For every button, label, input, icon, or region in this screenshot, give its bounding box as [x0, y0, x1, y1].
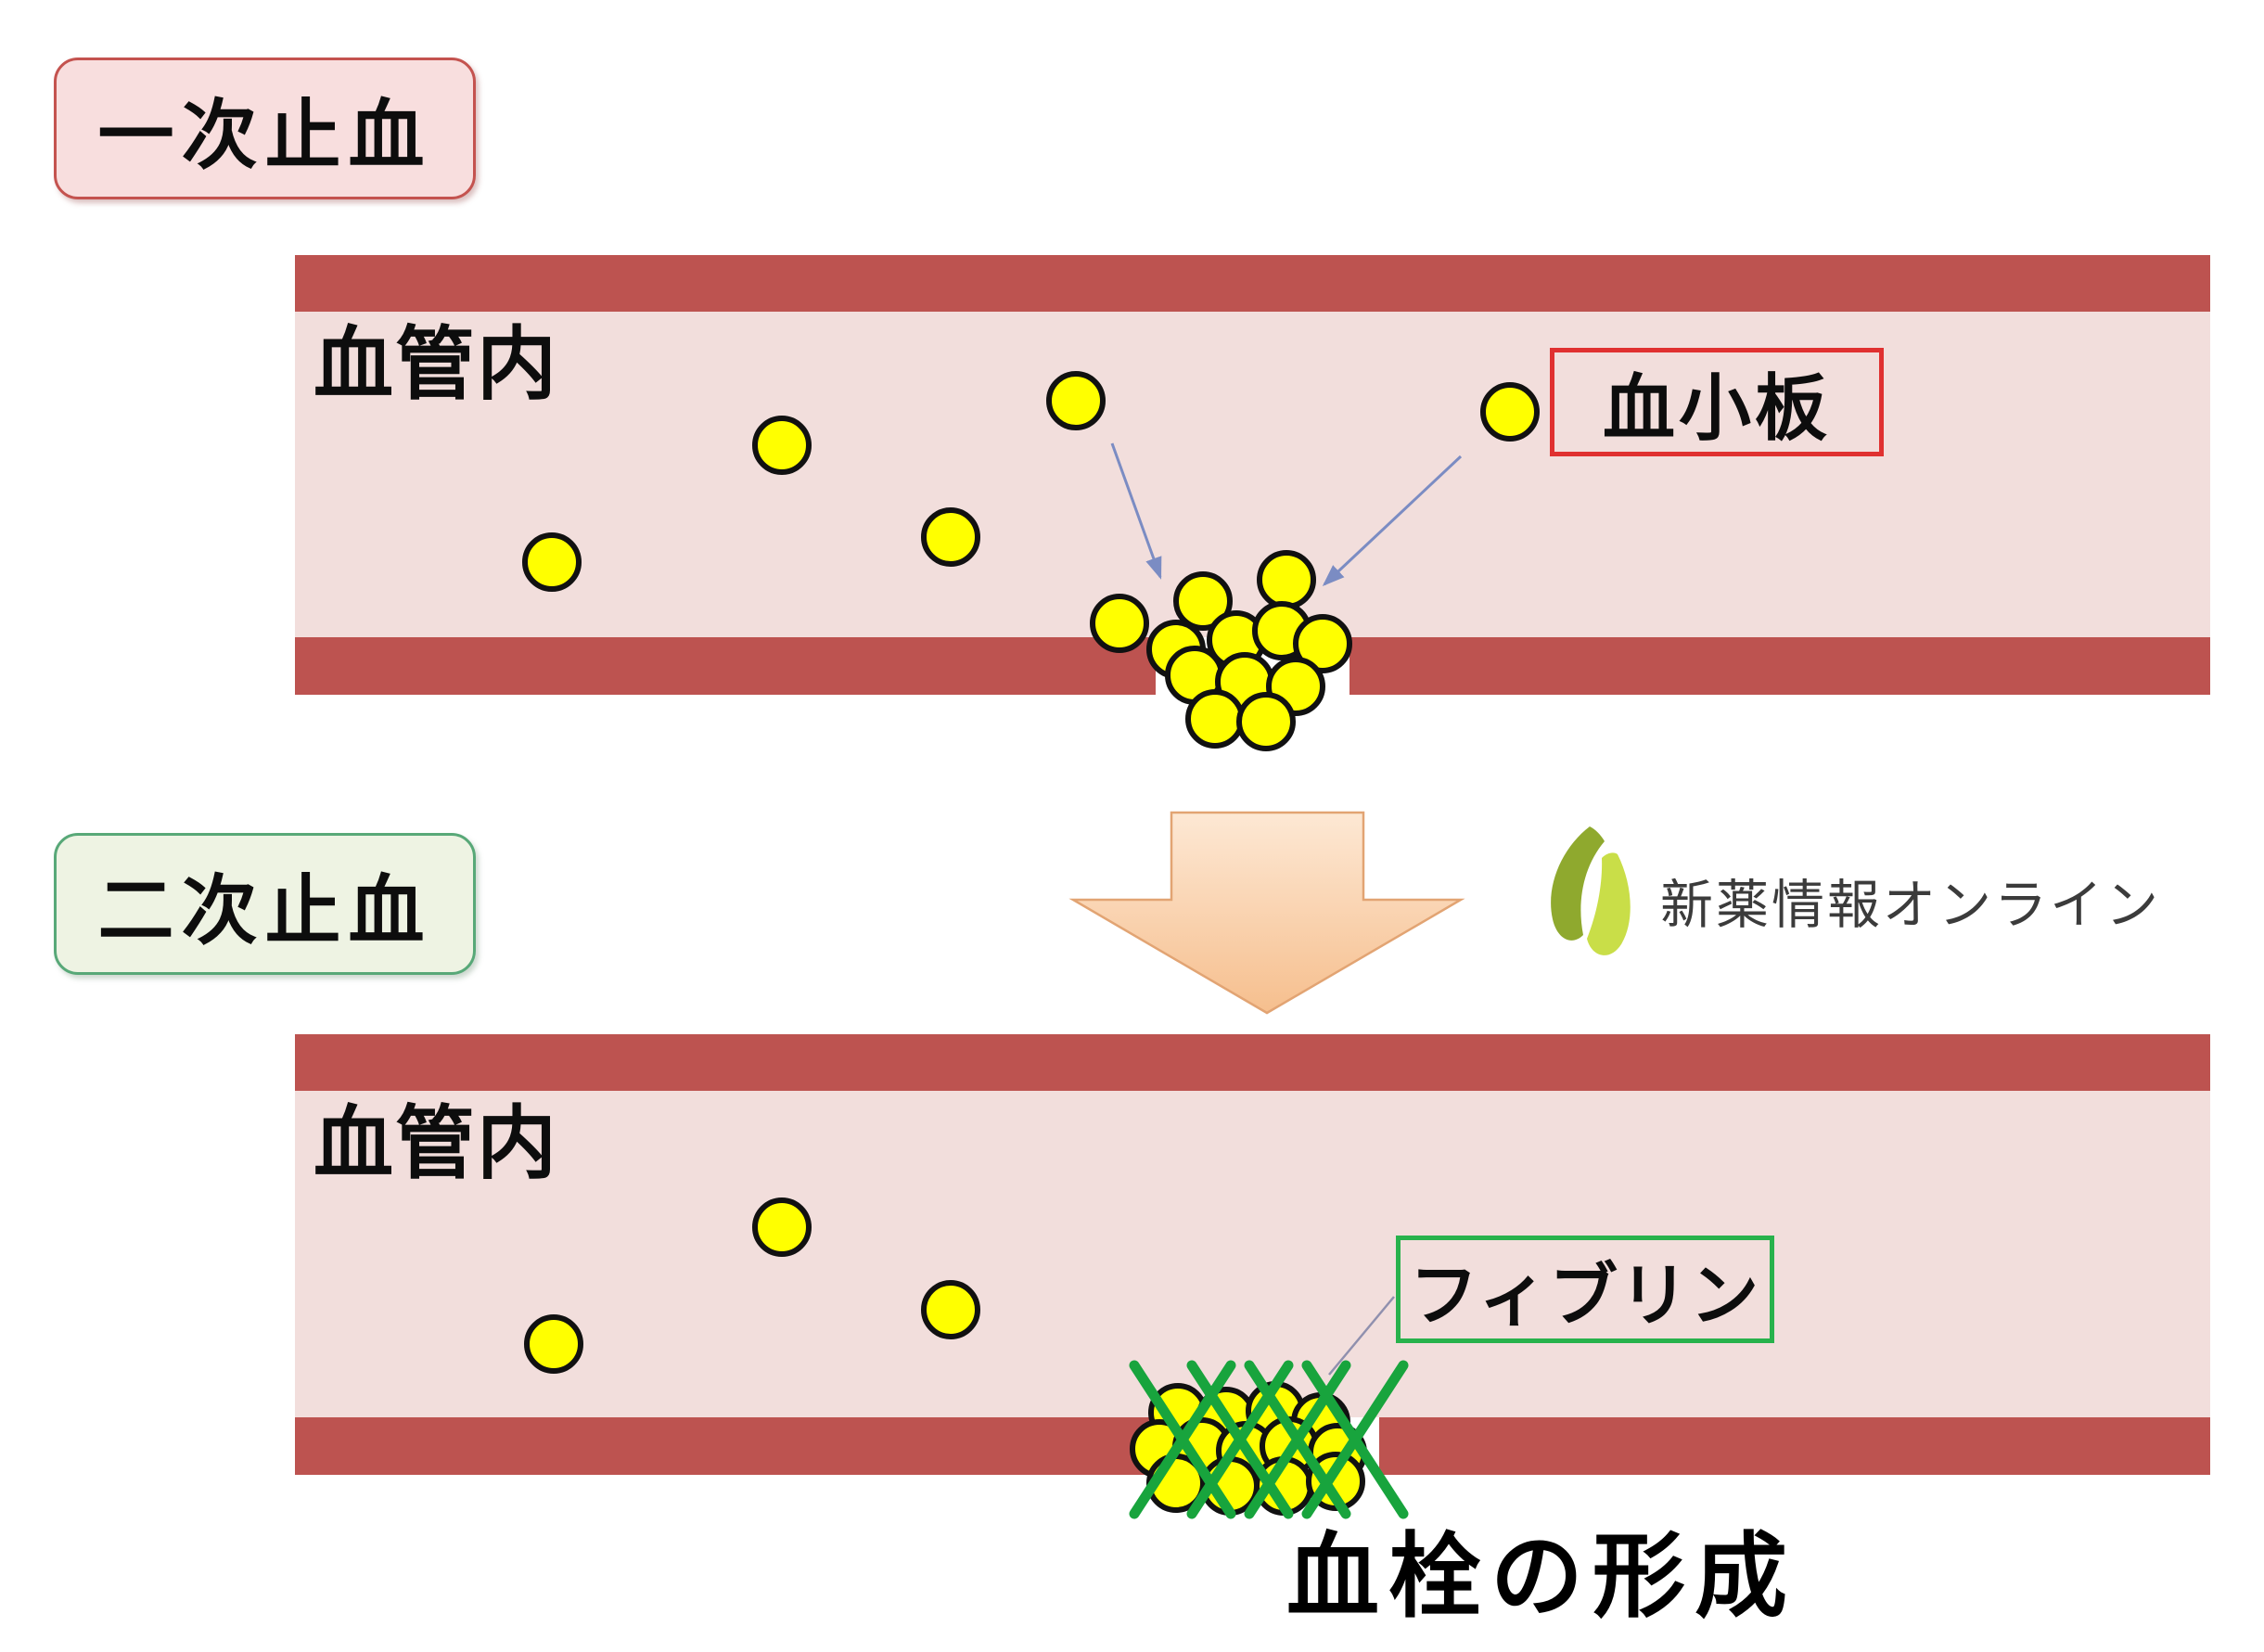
transition-down-arrow [1068, 811, 1465, 1015]
platelet-annotation-label: 血小板 [1602, 366, 1831, 449]
platelet-circle [1266, 657, 1325, 716]
platelet-annotation-box: 血小板 [1550, 348, 1884, 456]
secondary-hemostasis-label: 二次止血 [97, 869, 432, 954]
bottom-vessel-lower-wall-right [1379, 1417, 2210, 1475]
top-vessel-lower-wall-right [1349, 637, 2210, 695]
top-vessel-inner-label: 血管内 [313, 320, 558, 409]
platelet-circle [1185, 689, 1245, 749]
platelet-circle [1172, 1417, 1232, 1477]
secondary-hemostasis-label-box: 二次止血 [54, 833, 476, 975]
thrombus-caption: 血栓の形成 [1286, 1525, 1797, 1629]
platelet-circle [1308, 1423, 1367, 1482]
platelet-circle [1165, 646, 1224, 705]
top-vessel-lower-wall-left [295, 637, 1156, 695]
primary-hemostasis-label-box: 一次止血 [54, 58, 476, 199]
platelet-circle [1216, 1421, 1275, 1480]
logo-text: 新薬情報オンライン [1660, 876, 2161, 935]
primary-hemostasis-label: 一次止血 [97, 94, 432, 178]
top-vessel-lumen [295, 312, 2210, 637]
platelet-circle [1236, 692, 1296, 751]
leaf-icon [1551, 826, 1631, 955]
platelet-circle [1146, 1454, 1206, 1513]
bottom-vessel-lower-wall-left [295, 1417, 1156, 1475]
bottom-vessel-upper-wall [295, 1034, 2210, 1091]
bottom-vessel-lumen [295, 1091, 2210, 1417]
platelet-circle [1200, 1456, 1260, 1516]
fibrin-annotation-label: フィブリン [1409, 1256, 1761, 1334]
fibrin-annotation-box: フィブリン [1396, 1236, 1774, 1343]
platelet-circle [1215, 652, 1274, 711]
top-vessel-upper-wall [295, 255, 2210, 312]
bottom-vessel-inner-label: 血管内 [313, 1099, 558, 1188]
platelet-circle [1260, 1416, 1319, 1476]
